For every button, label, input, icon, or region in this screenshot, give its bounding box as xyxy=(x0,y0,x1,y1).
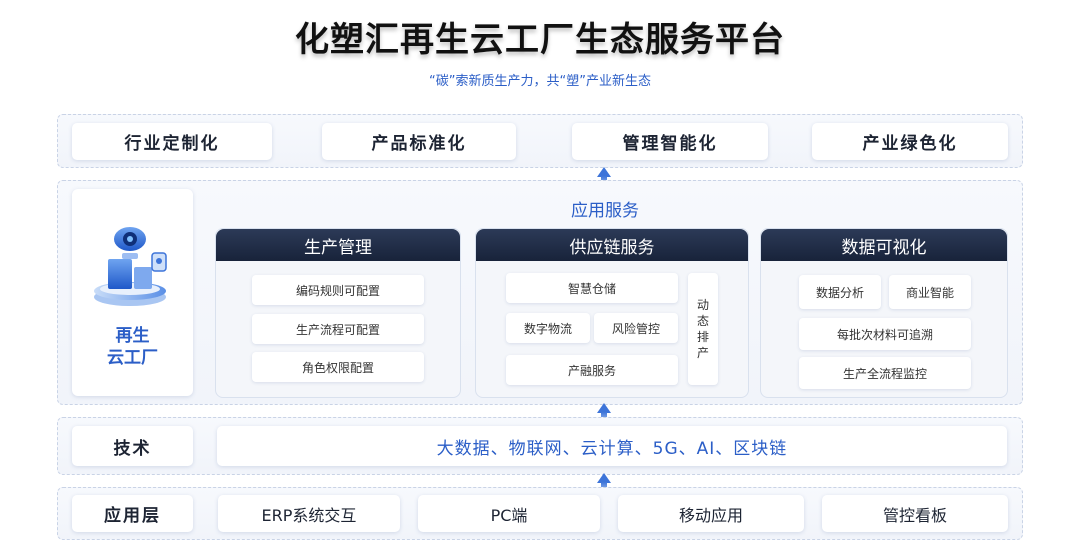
panel-item: 商业智能 xyxy=(889,275,971,309)
panel-item: 数据分析 xyxy=(799,275,881,309)
platform-name-line1: 再生 xyxy=(115,326,150,346)
panel-item: 角色权限配置 xyxy=(252,352,424,382)
platform-name: 再生 云工厂 xyxy=(72,325,193,369)
panel-supply-chain: 供应链服务 智慧仓储 数字物流 风险管控 产融服务 动 态 排 产 xyxy=(475,228,749,398)
panel-data-visualization: 数据可视化 数据分析 商业智能 每批次材料可追溯 生产全流程监控 xyxy=(760,228,1008,398)
vertical-char: 态 xyxy=(696,314,709,328)
panel-item: 风险管控 xyxy=(594,313,678,343)
panel-item: 数字物流 xyxy=(506,313,590,343)
panel-vertical-item: 动 态 排 产 xyxy=(688,273,718,385)
app-layer-item: 移动应用 xyxy=(618,495,804,532)
panel-header: 生产管理 xyxy=(216,229,460,261)
app-layer-item: ERP系统交互 xyxy=(218,495,400,532)
app-layer-item: 管控看板 xyxy=(822,495,1008,532)
panel-item: 智慧仓储 xyxy=(506,273,678,303)
panel-item: 编码规则可配置 xyxy=(252,275,424,305)
platform-card: 再生 云工厂 xyxy=(72,189,193,396)
panel-item: 生产流程可配置 xyxy=(252,314,424,344)
value-pill: 产业绿色化 xyxy=(812,123,1008,160)
service-label: 应用服务 xyxy=(571,201,639,221)
tech-label: 技术 xyxy=(72,426,193,466)
panel-item: 产融服务 xyxy=(506,355,678,385)
value-pill: 产品标准化 xyxy=(322,123,516,160)
panel-header: 供应链服务 xyxy=(476,229,748,261)
vertical-char: 动 xyxy=(696,298,709,312)
page-subtitle: “碳”索新质生产力，共“塑”产业新生态 xyxy=(429,74,651,89)
vertical-char: 产 xyxy=(696,346,709,360)
vertical-char: 排 xyxy=(696,330,709,344)
platform-name-line2: 云工厂 xyxy=(107,348,158,368)
panel-production: 生产管理 编码规则可配置 生产流程可配置 角色权限配置 xyxy=(215,228,461,398)
page-title: 化塑汇再生云工厂生态服务平台 xyxy=(295,20,785,60)
panel-header: 数据可视化 xyxy=(761,229,1007,261)
value-pill: 行业定制化 xyxy=(72,123,272,160)
value-pill: 管理智能化 xyxy=(572,123,768,160)
panel-item: 生产全流程监控 xyxy=(799,357,971,389)
cloud-factory-logo-icon xyxy=(94,227,167,306)
tech-content: 大数据、物联网、云计算、5G、AI、区块链 xyxy=(217,426,1007,466)
panel-item: 每批次材料可追溯 xyxy=(799,318,971,350)
app-layer-label: 应用层 xyxy=(72,495,193,532)
app-layer-item: PC端 xyxy=(418,495,600,532)
